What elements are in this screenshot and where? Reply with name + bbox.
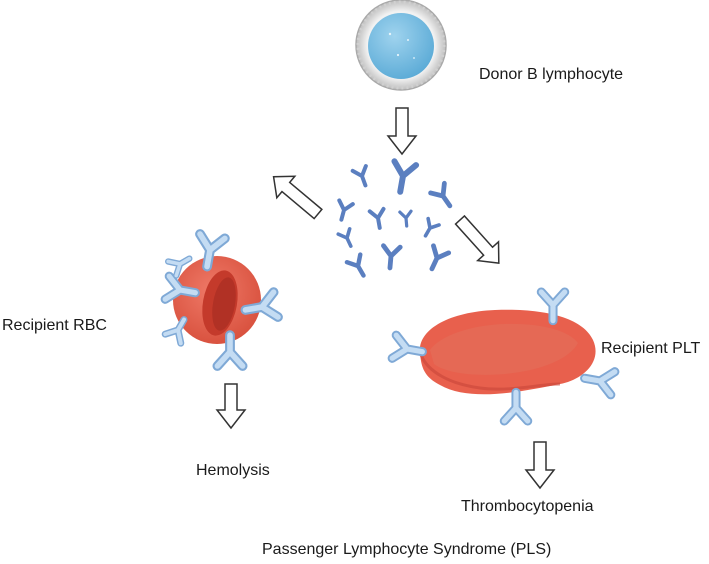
arrow-down-rbc-icon xyxy=(215,383,247,430)
hemolysis-label: Hemolysis xyxy=(196,462,270,479)
free-antibodies-cluster xyxy=(332,161,457,279)
arrow-to-plt-icon xyxy=(454,214,500,264)
arrow-to-rbc-icon xyxy=(272,175,323,220)
donor-lymphocyte-icon xyxy=(355,0,447,91)
donor-b-lymphocyte-label: Donor B lymphocyte xyxy=(479,66,624,83)
rbc-icon xyxy=(173,256,261,344)
platelet-icon xyxy=(419,309,596,395)
thrombocytopenia-label: Thrombocytopenia xyxy=(461,498,594,515)
figure-caption: Passenger Lymphocyte Syndrome (PLS) xyxy=(262,541,552,558)
recipient-rbc-label: Recipient RBC xyxy=(2,317,107,334)
recipient-plt-label: Recipient PLT xyxy=(601,340,701,357)
arrow-down-plt-icon xyxy=(524,441,556,490)
arrow-down-icon xyxy=(386,107,418,156)
